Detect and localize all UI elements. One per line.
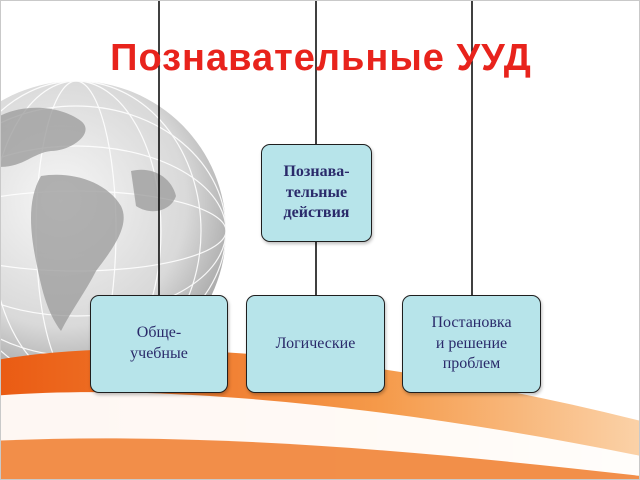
child-node-problem-solving: Постановка и решение проблем (402, 295, 541, 393)
child-node-label: Постановка и решение проблем (431, 313, 512, 373)
slide-title: Познавательные УУД (110, 37, 532, 79)
child-node-label: Логические (275, 334, 356, 352)
root-node-label: Познава- тельные действия (283, 162, 350, 222)
child-node-logical: Логические (246, 295, 385, 393)
root-node: Познава- тельные действия (261, 144, 372, 242)
child-node-general-learning: Обще- учебные (90, 295, 228, 393)
child-node-label: Обще- учебные (130, 324, 188, 362)
